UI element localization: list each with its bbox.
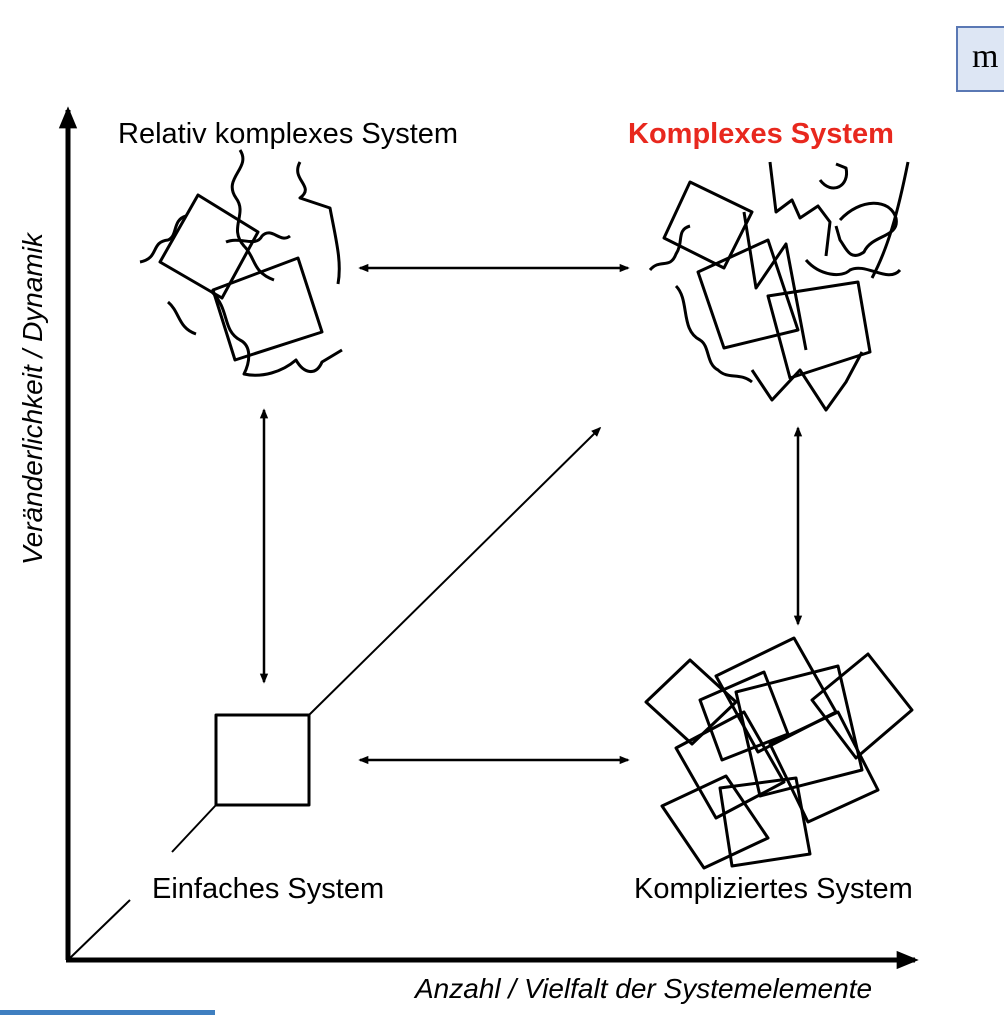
label-kompliziertes-system: Kompliziertes System bbox=[634, 873, 913, 905]
origin-diagonal-tail bbox=[69, 899, 131, 959]
relatively-complex-shape bbox=[139, 149, 343, 377]
corner-title-box: m bbox=[956, 26, 1004, 92]
bottom-accent-strip bbox=[0, 1010, 215, 1015]
corner-title-text: m bbox=[972, 38, 999, 75]
diagonal-arrow bbox=[308, 426, 602, 716]
complicated-shape bbox=[644, 636, 914, 870]
simple-system-square bbox=[214, 713, 311, 807]
label-einfaches-system: Einfaches System bbox=[152, 873, 384, 905]
label-komplexes-system: Komplexes System bbox=[628, 118, 894, 150]
diagonal-tail bbox=[171, 804, 217, 853]
label-relativ-komplexes-system: Relativ komplexes System bbox=[118, 118, 458, 150]
complex-shape bbox=[648, 161, 910, 412]
x-axis-label: Anzahl / Vielfalt der Systemelemente bbox=[413, 973, 872, 1004]
y-axis-label: Veränderlichkeit / Dynamik bbox=[17, 231, 48, 565]
